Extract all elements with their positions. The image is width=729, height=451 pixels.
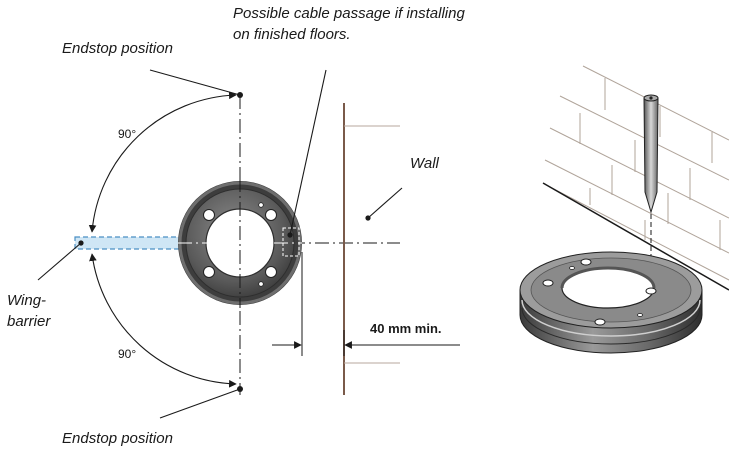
label-cable-passage-1: Possible cable passage if installing xyxy=(233,5,465,22)
wall-dot xyxy=(365,215,371,221)
leader-wall xyxy=(367,187,403,219)
base-ring-perspective xyxy=(519,251,703,354)
label-angle-bottom: 90° xyxy=(118,347,136,361)
brick-wall xyxy=(544,65,729,281)
wall xyxy=(343,103,400,395)
label-angle-top: 90° xyxy=(118,127,136,141)
arc-90-bottom xyxy=(89,253,237,388)
drill-pin xyxy=(643,94,659,214)
label-endstop-top: Endstop position xyxy=(62,40,173,57)
floor-line xyxy=(542,182,729,291)
label-wing-2: barrier xyxy=(7,313,51,330)
leader-wing-barrier xyxy=(37,242,82,281)
label-clearance: 40 mm min. xyxy=(370,321,442,336)
leader-endstop-top xyxy=(149,69,241,96)
arc-90-top xyxy=(88,91,237,233)
label-cable-passage-2: on finished floors. xyxy=(233,26,351,43)
leader-cable-passage xyxy=(289,69,327,236)
label-endstop-bottom: Endstop position xyxy=(62,430,173,447)
leader-endstop-bottom xyxy=(159,388,241,419)
label-wall: Wall xyxy=(410,155,440,172)
label-wing-1: Wing- xyxy=(7,292,46,309)
wing-barrier xyxy=(74,236,186,250)
